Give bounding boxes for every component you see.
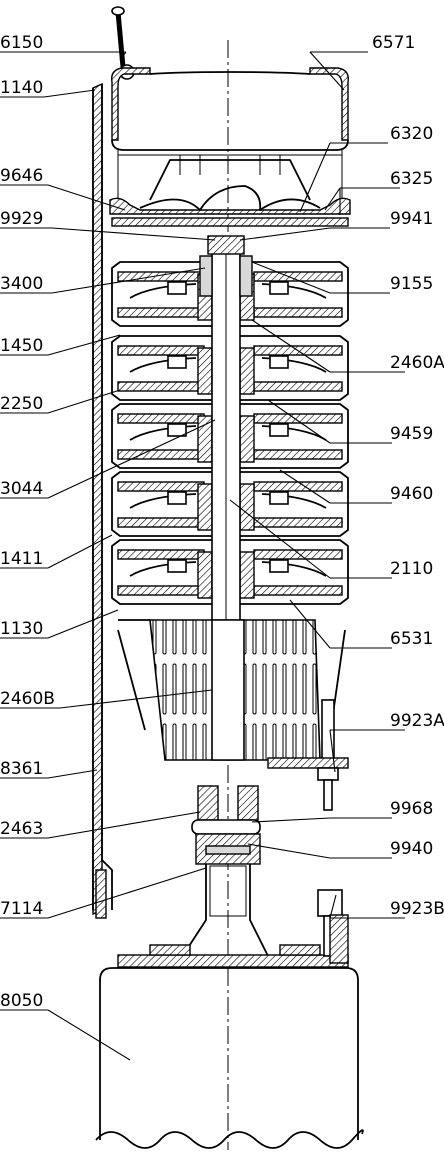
motor-coupling (179, 785, 271, 961)
suction-strainer (117, 619, 346, 761)
leader-line (309, 51, 368, 91)
callout-labels: 6150 6571 1140 6320 9646 6325 9929 9941 3400 9155… (0, 33, 444, 1011)
leader-line (251, 817, 392, 823)
outer-sleeve (92, 82, 113, 919)
part-number-label: 3044 (0, 479, 43, 499)
callout-leaders (0, 51, 405, 1061)
leader-line (229, 499, 392, 579)
part-number-label: 6150 (0, 33, 43, 53)
part-number-label: 9923B (390, 899, 444, 919)
tie-bolt (267, 699, 349, 811)
leader-line (239, 227, 390, 241)
leader-line (251, 319, 405, 373)
leader-line (0, 227, 216, 241)
leader-line (329, 729, 405, 773)
part-number-label: 9459 (390, 424, 433, 444)
part-number-label: 9940 (390, 839, 433, 859)
part-number-label: 3400 (0, 274, 43, 294)
leader-line (0, 419, 216, 499)
part-number-label: 6531 (390, 629, 433, 649)
leader-line (0, 811, 201, 839)
part-number-label: 1450 (0, 336, 43, 356)
leader-line (324, 187, 400, 211)
leader-line (279, 469, 392, 504)
part-number-label: 2110 (390, 559, 433, 579)
part-number-label: 2250 (0, 394, 43, 414)
pump-stage (111, 471, 349, 537)
part-number-label: 9968 (390, 799, 433, 819)
bottom-flange (117, 889, 349, 968)
leader-line (0, 1009, 131, 1061)
leader-line (251, 261, 390, 294)
part-number-label: 6325 (390, 169, 433, 189)
leader-line (0, 51, 127, 61)
leader-line (267, 399, 392, 444)
leader-line (0, 534, 113, 569)
part-number-label: 6571 (372, 33, 415, 53)
pump-stage (111, 403, 349, 469)
part-number-label: 9646 (0, 166, 43, 186)
part-number-label: 8361 (0, 759, 43, 779)
motor-housing (95, 967, 364, 1149)
leader-line (0, 89, 96, 98)
leader-line (299, 142, 388, 213)
part-number-label: 8050 (0, 991, 43, 1011)
leader-line (0, 867, 207, 919)
pump-stages (111, 261, 349, 605)
part-number-label: 7114 (0, 899, 43, 919)
part-number-label: 1411 (0, 549, 43, 569)
part-number-label: 9923A (390, 711, 444, 731)
part-number-label: 2460A (390, 353, 444, 373)
part-number-label: 9929 (0, 209, 43, 229)
leader-line (289, 599, 392, 649)
suction-bell (111, 67, 349, 205)
part-number-label: 6320 (390, 124, 433, 144)
leader-line (0, 184, 126, 211)
leader-line (0, 334, 121, 356)
pump-stage (111, 539, 349, 605)
part-number-label: 9460 (390, 484, 433, 504)
leader-line (0, 267, 206, 294)
leader-line (0, 609, 119, 639)
part-number-label: 9941 (390, 209, 433, 229)
leader-line (0, 389, 121, 414)
part-number-label: 1140 (0, 78, 43, 98)
leader-line (0, 689, 213, 709)
leader-line (329, 894, 405, 919)
leader-line (247, 843, 392, 859)
part-number-label: 1130 (0, 619, 43, 639)
part-number-label: 2463 (0, 819, 43, 839)
leader-line (0, 769, 98, 779)
top-ring-assembly (109, 185, 351, 227)
part-number-label: 2460B (0, 689, 55, 709)
part-number-label: 9155 (390, 274, 433, 294)
